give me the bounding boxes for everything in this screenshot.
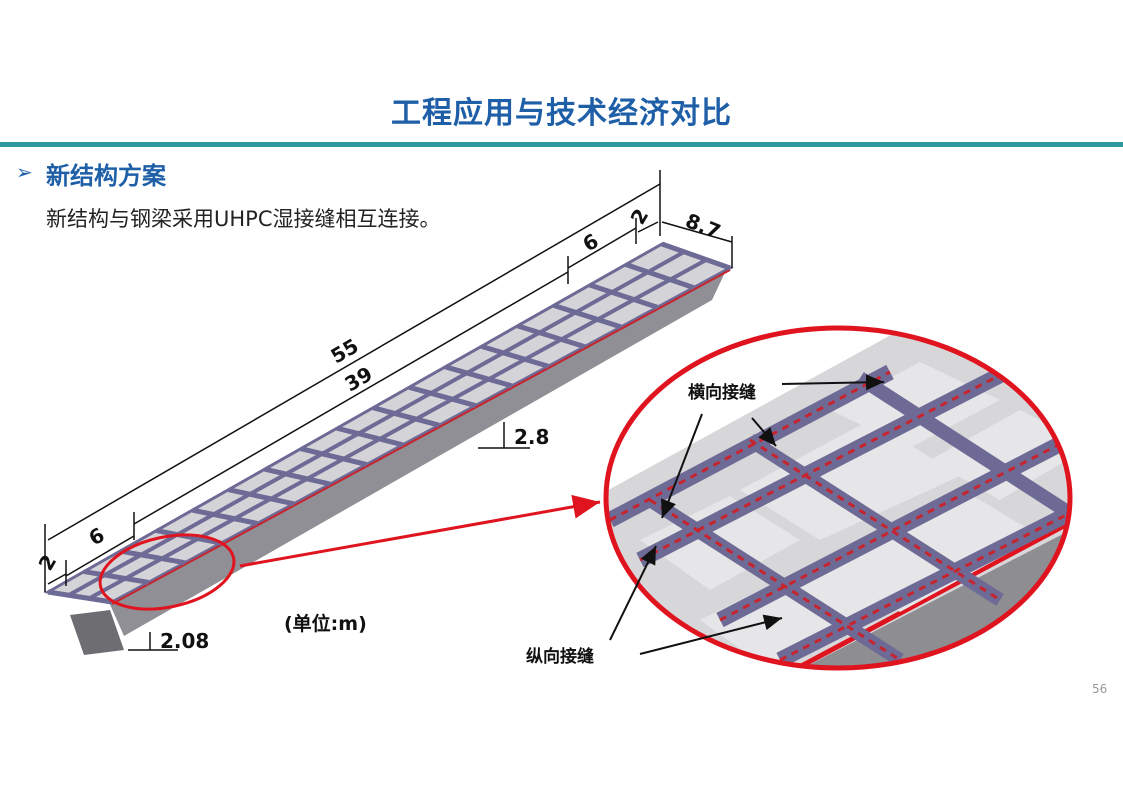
transverse-joint-line (47, 589, 113, 605)
page-number: 56 (1092, 682, 1108, 696)
section-title: 新结构方案 (46, 162, 166, 190)
section-description: 新结构与钢梁采用UHPC湿接缝相互连接。 (46, 207, 441, 231)
transverse-joint-line (516, 323, 586, 349)
longitudinal-joint-line (89, 258, 707, 600)
transverse-joint-line (480, 343, 549, 369)
longitudinal-joint-line (68, 250, 685, 597)
transverse-joint-line (661, 241, 731, 271)
dim-depth-end: 2.08 (160, 629, 209, 653)
unit-label: (单位:m) (284, 612, 367, 635)
dim-depth-mid: 2.8 (514, 425, 549, 449)
dim-total-length: 55 (327, 334, 363, 369)
callout-arrows (609, 374, 885, 655)
dim-small-left: 2 (34, 550, 62, 574)
transverse-joint-line (119, 548, 186, 566)
transverse-joint-line (444, 364, 513, 389)
transverse-joint-line (552, 303, 622, 330)
dim-small-right: 2 (626, 204, 654, 228)
transverse-joint-line (372, 405, 440, 428)
transverse-joint-line (625, 262, 695, 291)
dim-end-right: 6 (579, 229, 603, 257)
dimension-lines (44, 170, 733, 651)
transverse-joint-line (155, 528, 222, 546)
zoom-circle-border (603, 325, 1073, 671)
dim-end-left: 6 (85, 523, 109, 551)
highlight-ellipse (98, 533, 236, 611)
zoom-detail (606, 328, 1070, 668)
zoom-pointer-arrow (239, 494, 601, 568)
transverse-joint-line (408, 384, 477, 408)
bullet-arrow-icon: ➢ (16, 160, 33, 184)
slide-title: 工程应用与技术经济对比 (391, 96, 732, 131)
transverse-joint-line (300, 446, 368, 467)
transverse-joint-line (264, 466, 331, 487)
dimension-labels: 55 39 6 6 2 2 8.7 2.8 2.08 (单位:m) (34, 204, 724, 653)
transverse-joints (47, 241, 731, 605)
transverse-joint-line (191, 507, 258, 526)
callout-longitudinal-joint: 纵向接缝 (526, 646, 594, 667)
transverse-joint-line (588, 282, 659, 310)
title-divider (0, 142, 1123, 147)
transverse-joint-line (228, 487, 295, 507)
girder-web (108, 266, 728, 636)
deck-edge-red (111, 269, 731, 605)
bridge-model (43, 241, 734, 655)
girder-bottom (70, 610, 124, 655)
transverse-joint-line (83, 569, 149, 585)
callout-transverse-joint: 横向接缝 (688, 382, 756, 403)
transverse-joint-line (336, 425, 404, 448)
